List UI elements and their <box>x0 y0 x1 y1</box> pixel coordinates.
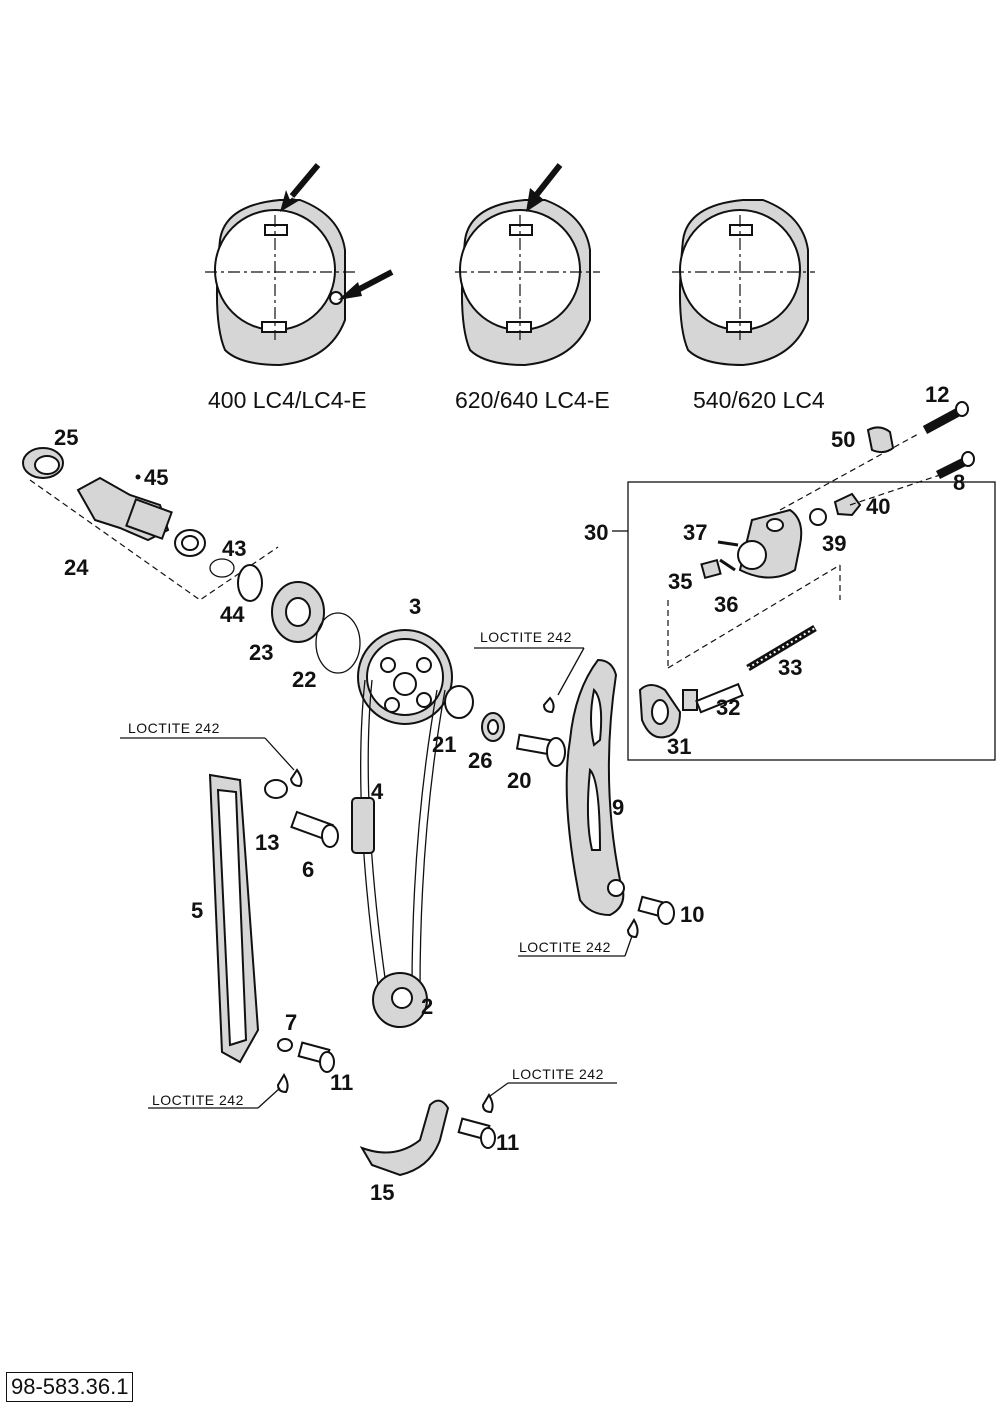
part-number: 11 <box>496 1130 519 1155</box>
arrow-icon <box>338 282 362 300</box>
part-number: 33 <box>778 655 802 680</box>
bolt <box>290 810 339 848</box>
part-number: 5 <box>191 898 203 923</box>
part-number: 12 <box>925 382 949 407</box>
part-number: 35 <box>668 569 692 594</box>
part-number: 2 <box>421 994 433 1019</box>
chain-guide <box>208 773 260 1064</box>
variant-400-lc4 <box>205 163 394 367</box>
part-number-labels: 25 45 24 43 44 23 22 3 21 26 20 4 13 6 5… <box>54 382 965 1205</box>
part-number: 36 <box>714 592 738 617</box>
part-number: 9 <box>612 795 624 820</box>
part-number: 24 <box>64 555 89 580</box>
arrow-icon <box>526 188 544 212</box>
part-number: 25 <box>54 425 78 450</box>
part-number: 7 <box>285 1010 297 1035</box>
bolt <box>637 895 675 925</box>
part-number: 22 <box>292 667 316 692</box>
part-number: 26 <box>468 748 492 773</box>
part-number: 20 <box>507 768 531 793</box>
variant-540-620-lc4 <box>672 199 815 367</box>
part-number: 13 <box>255 830 279 855</box>
tensioner-assembly-box <box>627 481 996 761</box>
bolt <box>297 1041 335 1073</box>
bolt <box>515 733 566 767</box>
camshaft-group <box>22 447 361 674</box>
loctite-label: LOCTITE 242 <box>480 629 572 645</box>
cam-sprocket <box>357 629 453 725</box>
diagram-code: 98-583.36.1 <box>6 1372 134 1402</box>
arrow-icon <box>280 168 315 212</box>
part-number: 44 <box>220 602 245 627</box>
part-number: 6 <box>302 857 314 882</box>
chain-link <box>351 797 375 854</box>
variant-label: 400 LC4/LC4-E <box>208 387 367 413</box>
part-number: 45 <box>144 465 168 490</box>
variant-label: 540/620 LC4 <box>693 387 825 413</box>
loctite-label: LOCTITE 242 <box>152 1092 244 1108</box>
part-number: 40 <box>866 494 890 519</box>
tensioner-rail <box>565 658 625 917</box>
part-number: 31 <box>667 734 691 759</box>
chain-guide-lower <box>359 1099 450 1177</box>
loctite-label: LOCTITE 242 <box>519 939 611 955</box>
part-number: 23 <box>249 640 273 665</box>
part-number: 37 <box>683 520 707 545</box>
part-number: 43 <box>222 536 246 561</box>
part-number: 30 <box>584 520 608 545</box>
variant-620-640-lc4-e <box>455 163 600 367</box>
part-number: 11 <box>330 1070 353 1095</box>
part-number: 50 <box>831 427 855 452</box>
variant-label: 620/640 LC4-E <box>455 387 610 413</box>
part-number: 4 <box>371 779 384 804</box>
loctite-label: LOCTITE 242 <box>128 720 220 736</box>
part-number: 32 <box>716 695 740 720</box>
washer <box>444 685 474 719</box>
part-number: 3 <box>409 594 421 619</box>
crank-sprocket <box>372 972 428 1028</box>
loctite-label: LOCTITE 242 <box>512 1066 604 1082</box>
tensioner-housing <box>737 508 803 579</box>
part-number: 39 <box>822 531 846 556</box>
part-number: 8 <box>953 470 965 495</box>
part-number: 15 <box>370 1180 394 1205</box>
part-number: 21 <box>432 732 456 757</box>
bolt <box>457 1117 496 1149</box>
part-number: 10 <box>680 902 704 927</box>
